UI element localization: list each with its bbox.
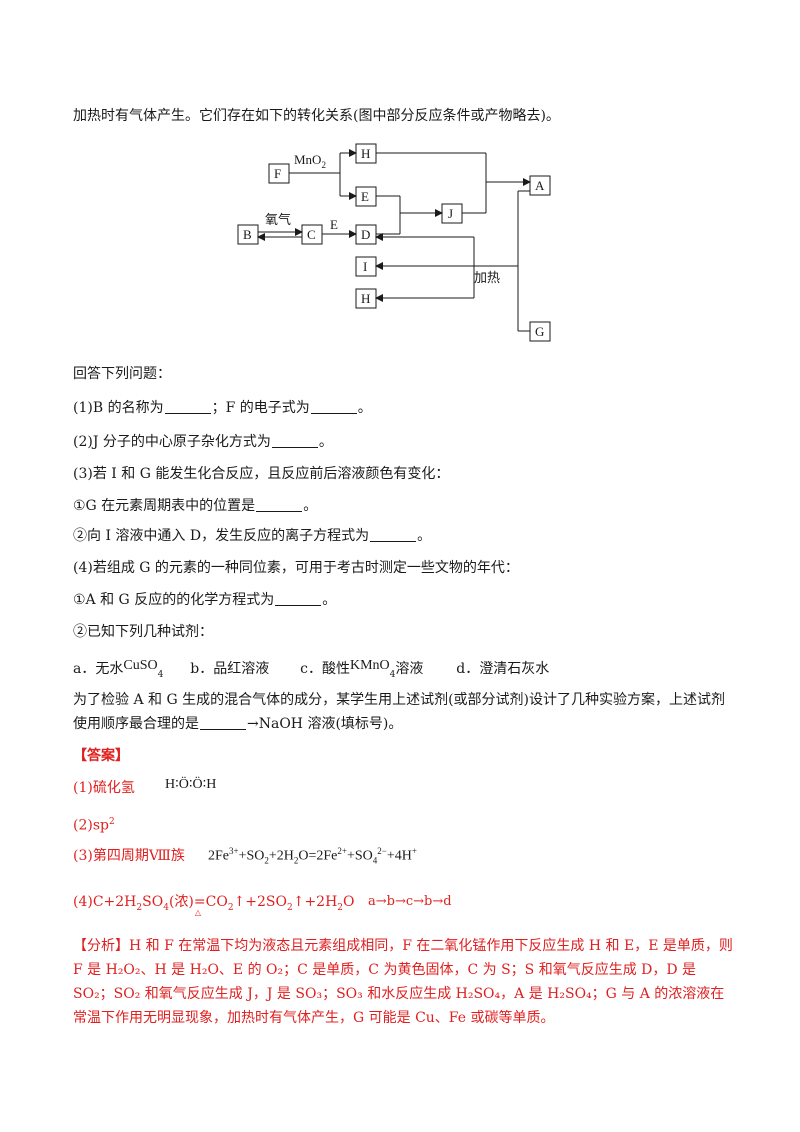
question-3-1: ①G 在元素周期表中的位置是。 [73, 497, 318, 514]
answer-blank [256, 497, 303, 512]
answer-4-order: a→b→c→b→d [368, 894, 452, 909]
node-E-label: E [361, 189, 369, 204]
question-3-stem: (3)若 I 和 G 能发生化合反应，且反应前后溶液颜色有变化： [73, 466, 450, 482]
reagent-b: b．品红溶液 [190, 661, 270, 677]
answer-blank [310, 399, 357, 414]
paragraph-1: 为了检验 A 和 G 生成的混合气体的成分，某学生用上述试剂(或部分试剂)设计了… [73, 692, 726, 708]
node-F-label: F [274, 166, 281, 181]
answer-2: (2)sp2 [73, 817, 115, 834]
paragraph-2: 使用顺序最合理的是→NaOH 溶液(填标号)。 [73, 715, 403, 732]
answer-blank [164, 399, 211, 414]
question-4-2: ②已知下列几种试剂： [73, 624, 213, 640]
answer-3-label: (3)第四周期Ⅷ族 [73, 848, 185, 864]
question-intro: 回答下列问题： [73, 366, 171, 382]
question-1: (1)B 的名称为；F 的电子式为。 [73, 399, 372, 416]
answer-1-label: (1)硫化氢 [73, 780, 135, 796]
question-4-1: ①A 和 G 反应的的化学方程式为。 [73, 591, 337, 608]
node-A-label: A [535, 178, 545, 193]
answer-blank [275, 591, 322, 606]
reaction-diagram: F H E J A B C D I H G MnO2 氧气 E 加热 [237, 143, 551, 342]
answer-1-formula: H∶Ö∶Ö∶H [165, 777, 217, 792]
analysis-text: 【分析】H 和 F 在常温下均为液态且元素组成相同，F 在二氧化锰作用下反应生成… [73, 938, 733, 1026]
answer-blank [370, 527, 417, 542]
heat-label: 加热 [474, 271, 500, 286]
intro-text: 加热时有气体产生。它们存在如下的转化关系(图中部分反应条件或产物略去)。 [73, 108, 560, 124]
answer-heading: 【答案】 [73, 748, 129, 764]
node-J-label: J [448, 206, 453, 221]
reagent-d: d．澄清石灰水 [456, 661, 550, 677]
reagent-list: a．无水CuSO4 b．品红溶液 c．酸性KMnO4溶液 d．澄清石灰水 [73, 656, 549, 685]
e-reagent-label: E [330, 217, 338, 232]
node-D-label: D [361, 227, 370, 242]
node-I-label: I [363, 259, 367, 274]
reagent-a: a．无水CuSO4 [73, 658, 164, 680]
reagent-c: c．酸性KMnO4溶液 [300, 658, 424, 680]
answer-blank [271, 433, 318, 448]
answer-3-equation: 2Fe3++SO2+2H2O=2Fe2++SO42−+4H+ [208, 846, 417, 866]
node-H2-label: H [361, 291, 370, 306]
answer-4: (4)C+2H2SO4(浓)=△CO2↑+2SO2↑+2H2O [73, 892, 355, 918]
answer-blank [200, 715, 246, 730]
question-2: (2)J 分子的中心原子杂化方式为。 [73, 433, 333, 450]
node-G-label: G [535, 324, 544, 339]
question-3-2: ②向 I 溶液中通入 D，发生反应的离子方程式为。 [73, 527, 432, 544]
node-H1-label: H [361, 146, 370, 161]
question-4-stem: (4)若组成 G 的元素的一种同位素，可用于考古时测定一些文物的年代： [73, 560, 519, 576]
mno2-label: MnO2 [294, 152, 326, 170]
node-C-label: C [307, 227, 316, 242]
node-B-label: B [243, 227, 252, 242]
heat-symbol: △ [194, 908, 202, 917]
oxygen-label: 氧气 [265, 212, 291, 228]
